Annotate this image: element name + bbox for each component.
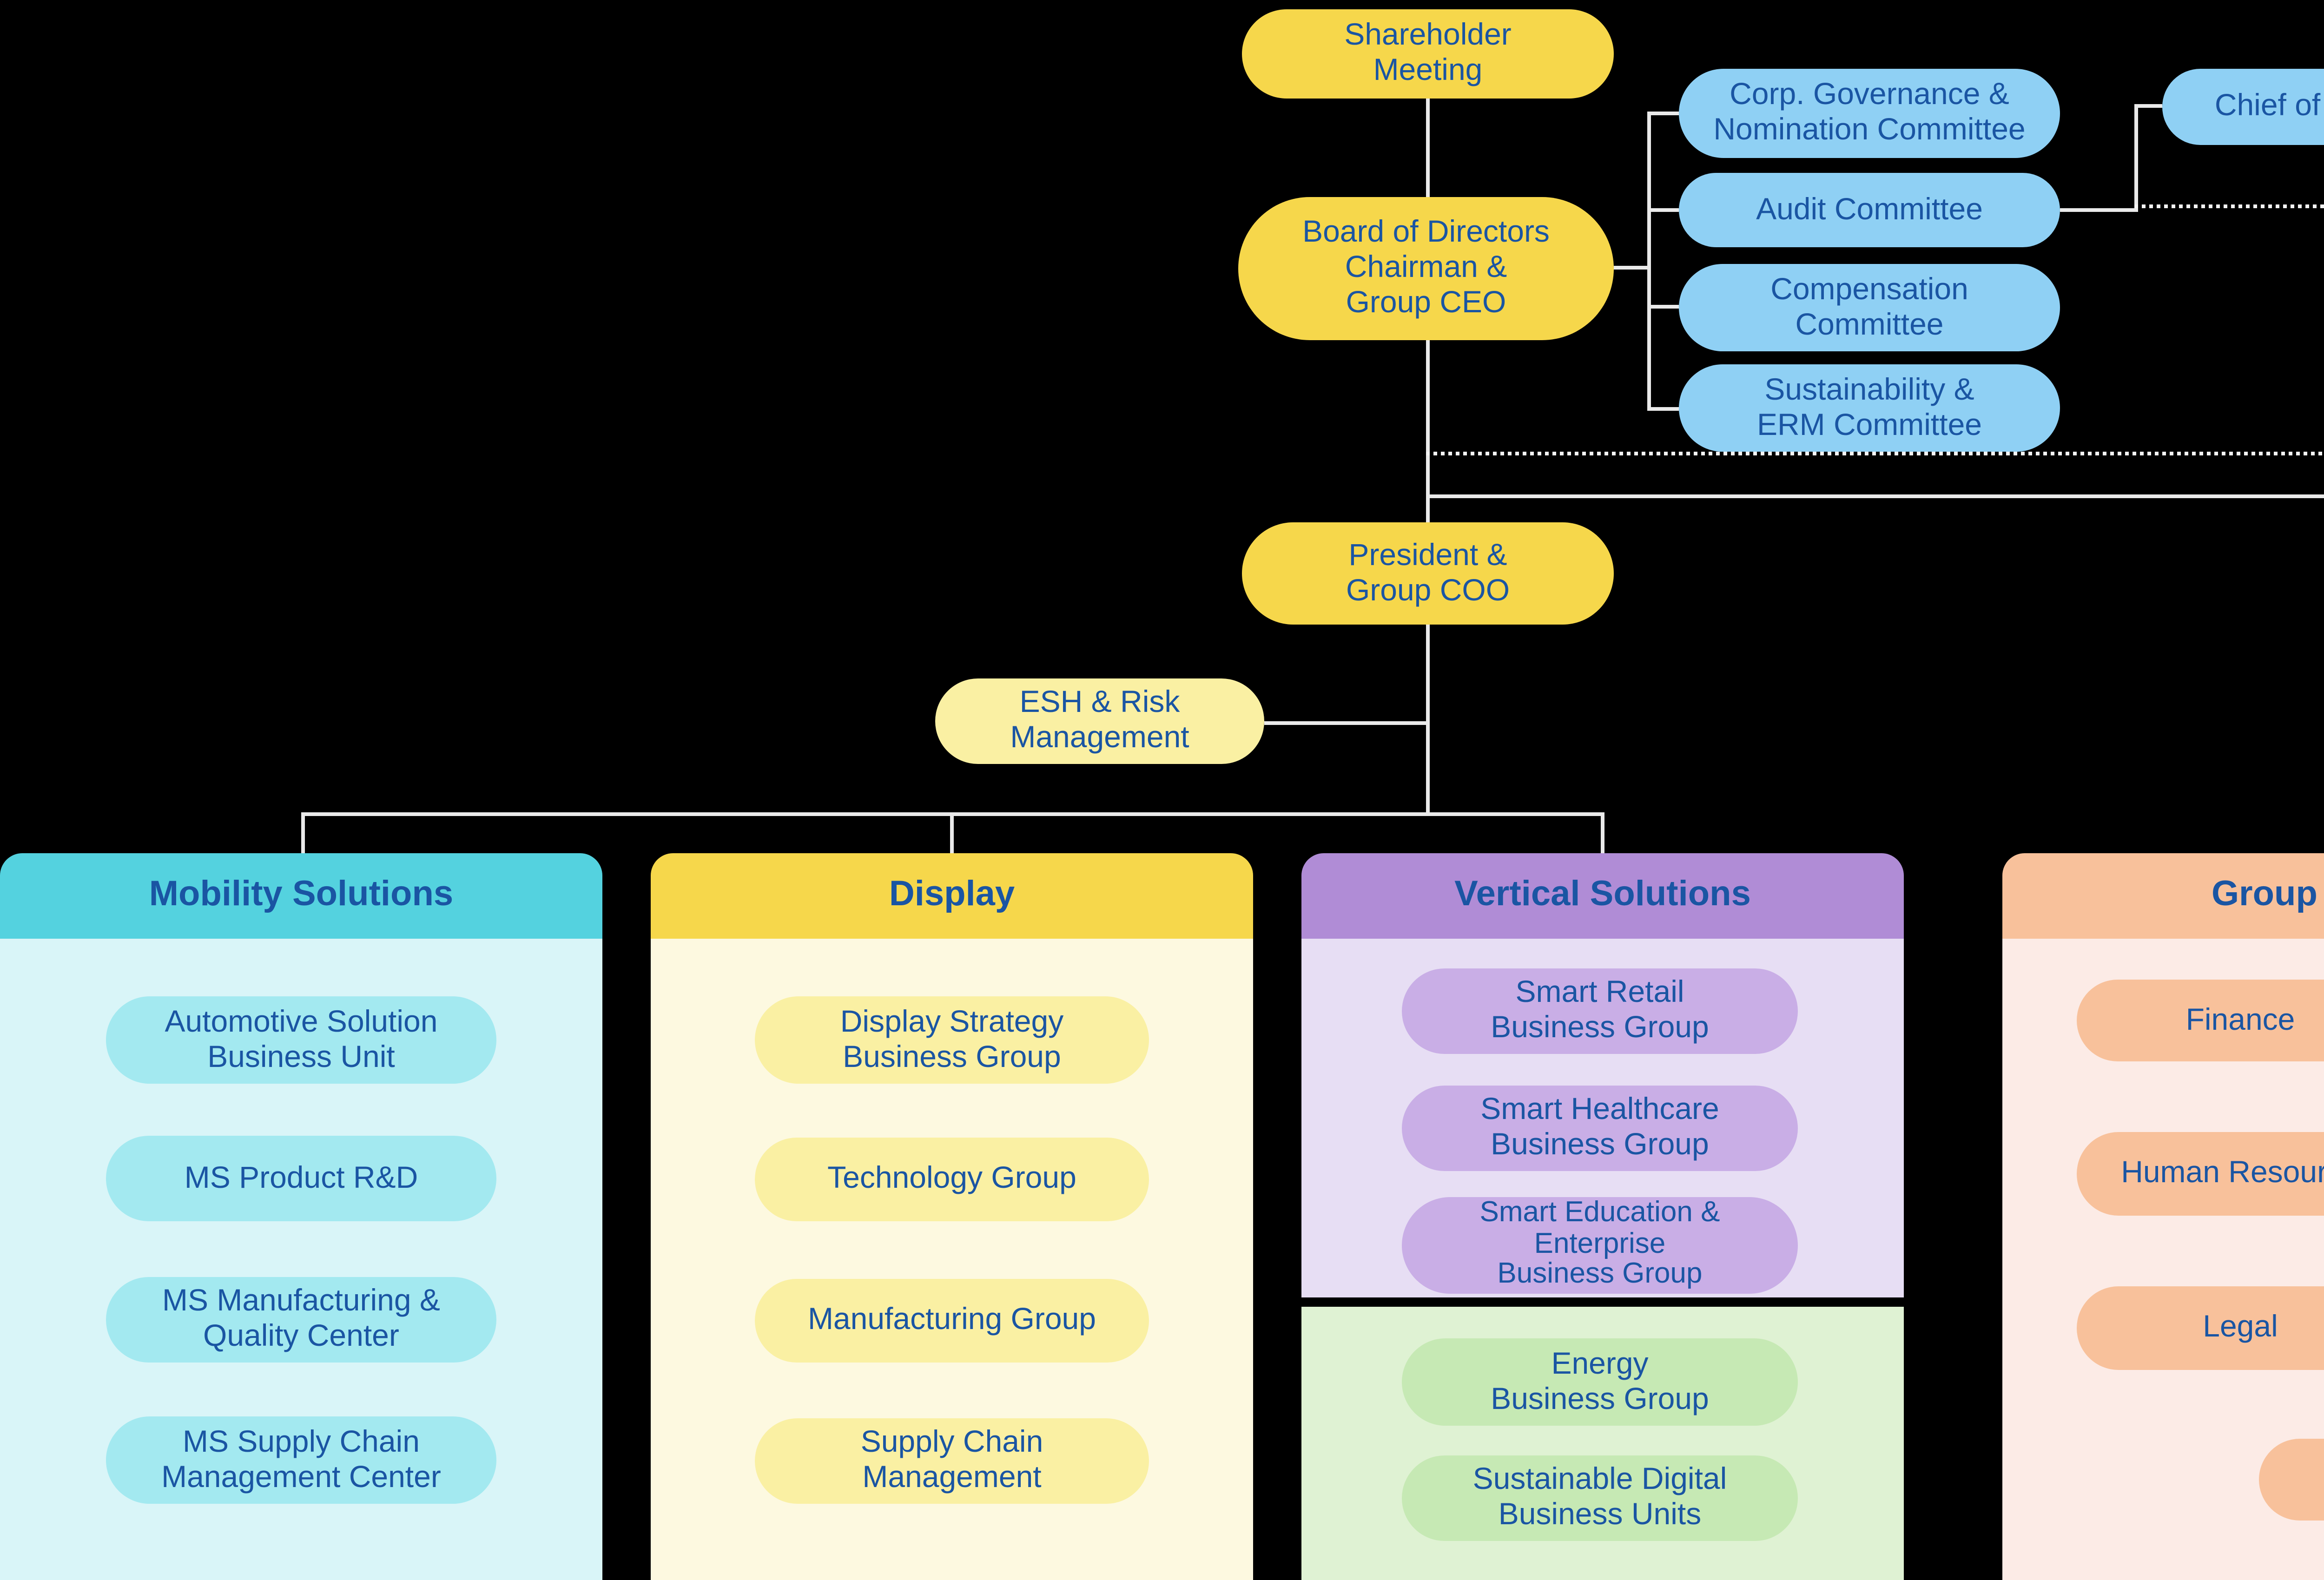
connector-committee-bracket xyxy=(1647,112,1651,409)
node-board-of-directors: Board of Directors Chairman & Group CEO xyxy=(1238,197,1614,340)
node-ms-supply-chain-management-center: MS Supply Chain Management Center xyxy=(106,1416,496,1504)
node-technology-group: Technology Group xyxy=(755,1138,1149,1221)
node-smart-retail-business-group: Smart Retail Business Group xyxy=(1402,968,1798,1054)
connector-shareholder-to-board xyxy=(1426,99,1430,197)
node-corp-governance-committee: Corp. Governance & Nomination Committee xyxy=(1679,69,2060,158)
connector-board-to-committees xyxy=(1614,266,1647,270)
connector-esh-stub xyxy=(1264,721,1426,725)
node-sustainability-erm-committee: Sustainability & ERM Committee xyxy=(1679,364,2060,452)
connector-stub-display xyxy=(950,812,954,853)
node-shareholder-meeting: Shareholder Meeting xyxy=(1242,9,1614,99)
node-human-resource: Human Resource xyxy=(2077,1132,2324,1216)
column-header-infrastructure: Group Infrastructure Unit xyxy=(2002,853,2324,939)
column-header-display: Display xyxy=(651,853,1253,939)
node-auditing: Auditing xyxy=(2259,1439,2324,1521)
connector-board-to-president xyxy=(1426,340,1430,522)
node-automotive-solution-business-unit: Automotive Solution Business Unit xyxy=(106,996,496,1084)
column-header-vertical-solutions: Vertical Solutions xyxy=(1301,853,1904,939)
node-smart-healthcare-business-group: Smart Healthcare Business Group xyxy=(1402,1086,1798,1171)
node-ms-product-rd: MS Product R&D xyxy=(106,1136,496,1221)
node-chief-of-compliance: Chief of Compliance xyxy=(2162,69,2324,145)
node-smart-education-enterprise-business-group: Smart Education & Enterprise Business Gr… xyxy=(1402,1197,1798,1294)
connector-audit-to-compliance-vertical xyxy=(2134,104,2138,212)
connector-stub-audit xyxy=(1647,208,1679,212)
connector-to-infrastructure-horizontal xyxy=(1426,494,2324,498)
node-supply-chain-management: Supply Chain Management xyxy=(755,1418,1149,1504)
node-audit-committee: Audit Committee xyxy=(1679,173,2060,247)
dotted-connector-audit-to-edge xyxy=(2134,204,2324,208)
node-finance: Finance xyxy=(2077,980,2324,1061)
connector-president-down xyxy=(1426,625,1430,812)
node-ms-manufacturing-quality-center: MS Manufacturing & Quality Center xyxy=(106,1277,496,1363)
connector-audit-right xyxy=(2060,208,2134,212)
connector-stub-corp-governance xyxy=(1647,112,1679,115)
node-sustainable-digital-business-units: Sustainable Digital Business Units xyxy=(1402,1455,1798,1541)
connector-audit-to-compliance xyxy=(2134,104,2162,108)
connector-stub-mobility xyxy=(301,812,305,853)
node-display-strategy-business-group: Display Strategy Business Group xyxy=(755,996,1149,1084)
node-esh-risk-management: ESH & Risk Management xyxy=(935,678,1264,764)
dotted-connector-compliance-horizontal xyxy=(1426,452,2324,455)
node-legal: Legal xyxy=(2077,1286,2324,1370)
connector-stub-compensation xyxy=(1647,305,1679,309)
node-compensation-committee: Compensation Committee xyxy=(1679,264,2060,351)
connector-stub-sustainability-erm xyxy=(1647,407,1679,411)
connector-stub-vertical-solutions xyxy=(1601,812,1604,853)
node-energy-business-group: Energy Business Group xyxy=(1402,1338,1798,1426)
column-header-mobility: Mobility Solutions xyxy=(0,853,602,939)
node-president-group-coo: President & Group COO xyxy=(1242,522,1614,625)
node-manufacturing-group: Manufacturing Group xyxy=(755,1279,1149,1363)
